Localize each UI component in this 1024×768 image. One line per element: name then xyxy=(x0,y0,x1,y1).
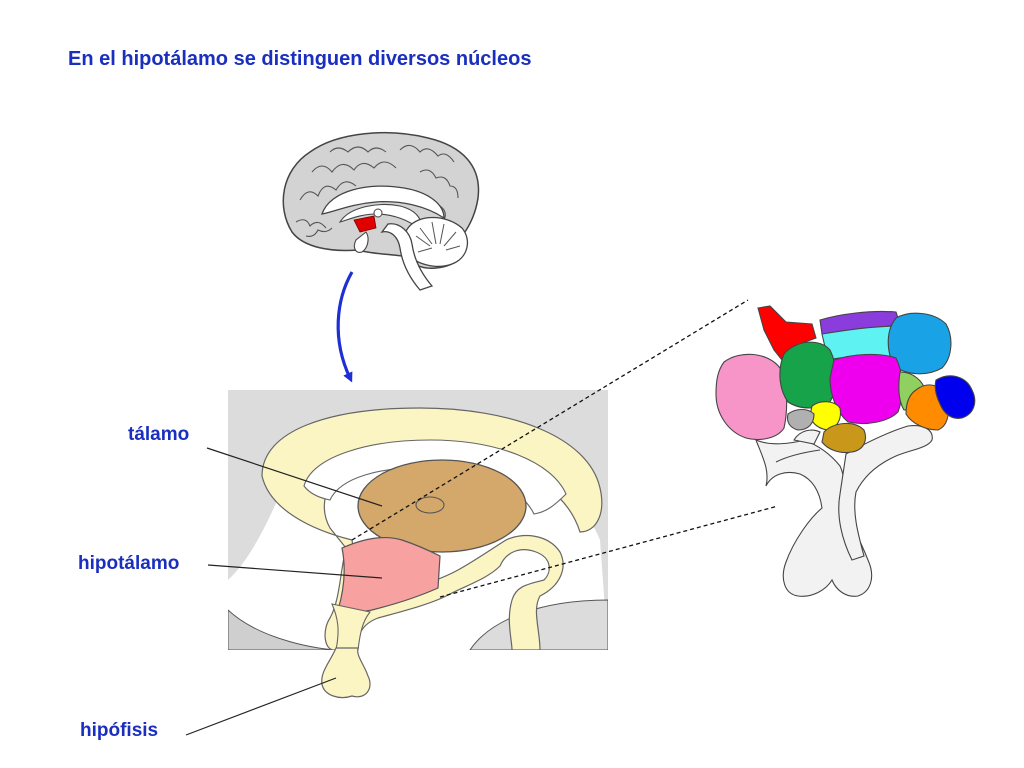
leader-hipofisis xyxy=(185,677,337,736)
page-title: En el hipotálamo se distinguen diversos … xyxy=(68,48,532,70)
leader-hipotalamo xyxy=(207,564,383,579)
leader-talamo xyxy=(206,447,383,507)
zoom-line-top xyxy=(351,299,749,541)
zoom-arrow xyxy=(336,271,354,383)
pituitary-gland xyxy=(321,647,371,699)
nuclei-detail-illustration xyxy=(715,305,976,597)
pituitary-shape xyxy=(331,603,371,650)
label-talamo: tálamo xyxy=(128,424,190,445)
label-hipofisis: hipófisis xyxy=(80,720,159,741)
brain-sagittal-illustration xyxy=(282,131,480,291)
label-hipotalamo: hipotálamo xyxy=(78,553,180,574)
section-illustration xyxy=(228,390,608,650)
zoom-line-bottom xyxy=(439,505,779,598)
